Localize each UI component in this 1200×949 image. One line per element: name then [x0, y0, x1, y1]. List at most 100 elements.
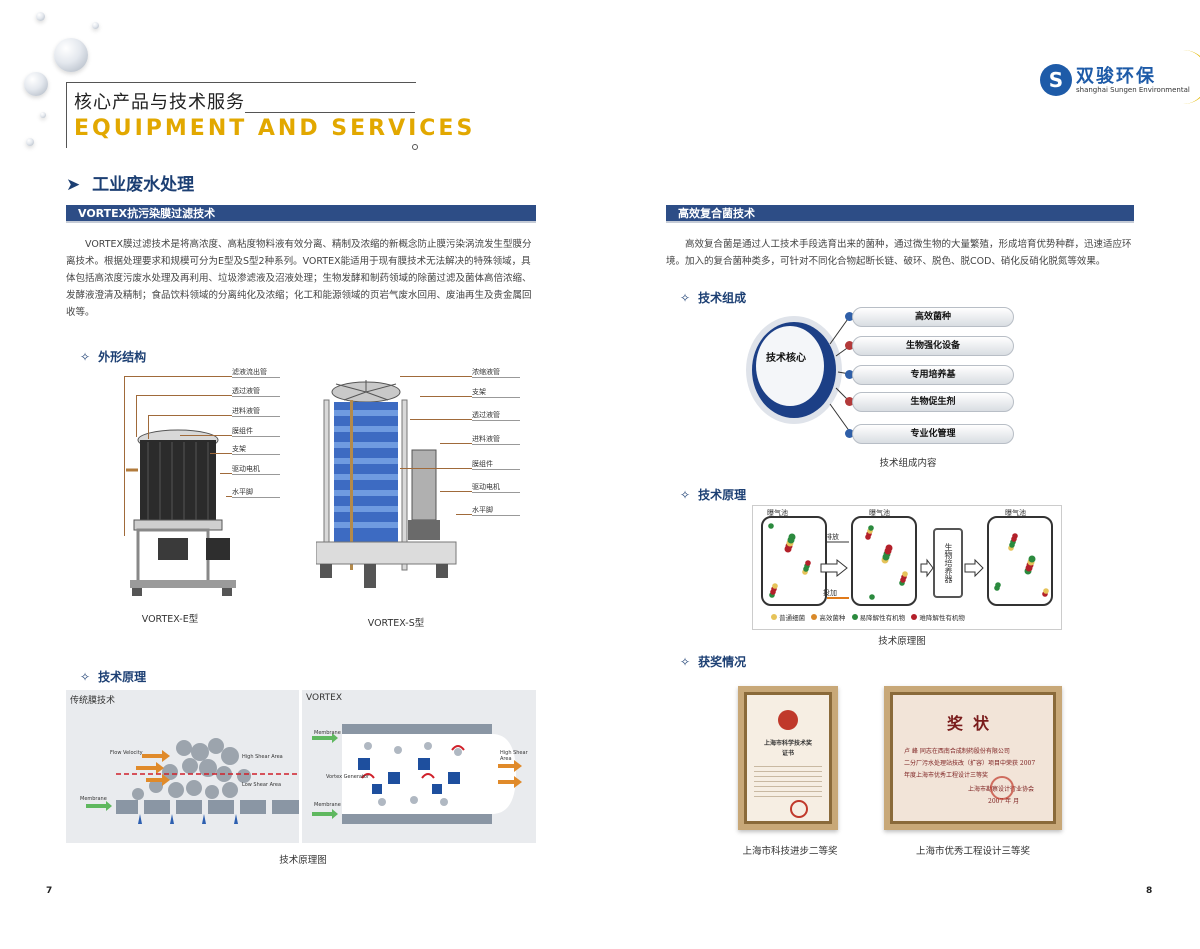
section-title-text: 工业废水处理	[92, 175, 195, 195]
awards-heading-text: 获奖情况	[698, 655, 747, 669]
microbe-dot	[1012, 533, 1018, 539]
tank-label: 曝气池	[767, 509, 788, 517]
leader-line	[440, 491, 472, 492]
e-label: 膜组件	[232, 426, 280, 437]
culture-vessel: 生物培养器	[933, 528, 963, 598]
vortex-e-caption: VORTEX-E型	[141, 614, 199, 625]
principle-arrows	[768, 523, 1049, 600]
header-dot	[412, 144, 418, 150]
star-icon: ✧	[80, 350, 91, 364]
principle-heading-left-text: 技术原理	[98, 670, 147, 684]
leader-line	[440, 443, 472, 444]
e-label: 透过液管	[232, 386, 280, 397]
award1-title: 上海市科学技术奖	[763, 740, 812, 747]
microbe-dot	[772, 583, 778, 589]
component-dot	[845, 397, 854, 406]
header-frame	[66, 82, 416, 148]
component-item: 生物强化设备	[852, 336, 1014, 356]
award1-caption: 上海市科技进步二等奖	[742, 846, 838, 857]
panel-title: VORTEX	[306, 693, 343, 703]
leader-line	[400, 468, 472, 469]
decorative-bubble	[36, 12, 45, 21]
s-label: 水平脚	[472, 505, 520, 516]
component-dot	[845, 312, 854, 321]
company-logo: S 双骏环保 shanghai Sungen Environmental	[1040, 62, 1190, 102]
star-icon: ✧	[680, 488, 691, 502]
legend-item: 难降解性有机物	[919, 614, 965, 622]
leader-line	[180, 435, 232, 436]
s-label: 驱动电机	[472, 482, 520, 493]
emblem-icon	[778, 710, 798, 730]
microbe-dot	[788, 533, 796, 541]
vortex-label: High Shear Area	[500, 750, 528, 762]
awards-heading: ✧获奖情况	[680, 653, 746, 670]
vortex-label: Membrane	[314, 802, 341, 808]
component-item: 专用培养基	[852, 365, 1014, 385]
legend-dot-yellow-icon	[771, 614, 777, 620]
award2-line: 二分厂污水处理站技改（扩容）项目中荣获 2007	[904, 760, 1036, 767]
principle-caption-left: 技术原理图	[279, 855, 327, 866]
logo-arc	[1156, 50, 1200, 104]
e-label: 进料液管	[232, 406, 280, 417]
award2-line: 2007 年 月	[988, 798, 1020, 805]
e-label: 驱动电机	[232, 464, 280, 475]
decorative-bubble	[26, 138, 34, 146]
trad-label: Low Shear Area	[242, 782, 282, 788]
composition-heading-text: 技术组成	[698, 291, 747, 305]
composition-heading: ✧ 技术组成	[680, 289, 746, 306]
microbe-dot	[995, 582, 1001, 588]
page-number-right: 8	[1146, 886, 1153, 896]
leader-line	[410, 419, 472, 420]
leader-line	[226, 496, 232, 497]
seal-icon	[790, 800, 808, 818]
tech-core-ring	[746, 315, 851, 433]
s-label: 进料液管	[472, 434, 520, 445]
microbe-dot	[902, 571, 908, 577]
component-dot	[845, 429, 854, 438]
leader-line	[220, 473, 232, 474]
decorative-bubble	[40, 112, 46, 118]
vortex-e-machine	[126, 429, 236, 596]
award2-caption: 上海市优秀工程设计三等奖	[915, 846, 1030, 857]
microbe-dot	[868, 525, 874, 531]
microbe-dot	[1028, 555, 1036, 563]
component-dot	[845, 370, 854, 379]
principle-diagram: 曝气池 曝气池 曝气池 排放 投加 生物培养器 普通细菌 高效菌种 易降解性有机…	[752, 505, 1062, 630]
award-certificate-2: 奖状 卢 峰 同志在西南合成制药股份有限公司 二分厂污水处理站技改（扩容）项目中…	[884, 686, 1062, 830]
leader-line	[210, 453, 232, 454]
chevron-right-icon: ➤	[66, 175, 81, 195]
legend-item: 普通细菌	[779, 614, 806, 622]
shape-heading: ✧外形结构	[80, 348, 146, 365]
e-label: 水平脚	[232, 487, 280, 498]
s-label: 支架	[472, 387, 520, 398]
vortex-label: Vortex Generator	[326, 774, 370, 780]
e-label: 滤液流出管	[232, 367, 280, 378]
principle-heading-right: ✧技术原理	[680, 486, 746, 503]
s-label: 膜组件	[472, 459, 520, 470]
tank-label: 曝气池	[869, 509, 890, 517]
section-title: ➤ 工业废水处理	[66, 170, 194, 195]
leader-line	[148, 415, 232, 416]
microbe-dot	[805, 560, 811, 566]
decorative-bubble	[54, 38, 88, 72]
core-label: 技术核心	[766, 353, 806, 364]
leader-line	[124, 376, 125, 536]
page-number-left: 7	[46, 886, 53, 896]
aeration-tank	[851, 516, 917, 606]
legend-item: 易降解性有机物	[859, 614, 906, 622]
component-item: 高效菌种	[852, 307, 1014, 327]
vortex-s-caption: VORTEX-S型	[367, 618, 425, 629]
award-certificate-1: 上海市科学技术奖 证书	[738, 686, 838, 830]
award2-line: 年度上海市优秀工程设计三等奖	[904, 772, 989, 779]
panel-title: 传统膜技术	[70, 696, 116, 706]
vortex-membrane-panel: VORTEX Membrane Vortex Generator Membran…	[302, 690, 536, 843]
tank-label: 曝气池	[1005, 509, 1026, 517]
principle-heading-left: ✧技术原理	[80, 668, 146, 685]
logo-mark-icon: S	[1040, 64, 1072, 96]
composition-caption: 技术组成内容	[879, 458, 937, 469]
star-icon: ✧	[680, 291, 691, 305]
seal-icon	[990, 776, 1014, 800]
component-item: 专业化管理	[852, 424, 1014, 444]
award2-title: 奖状	[946, 714, 999, 733]
award1-sub: 证书	[781, 750, 794, 757]
